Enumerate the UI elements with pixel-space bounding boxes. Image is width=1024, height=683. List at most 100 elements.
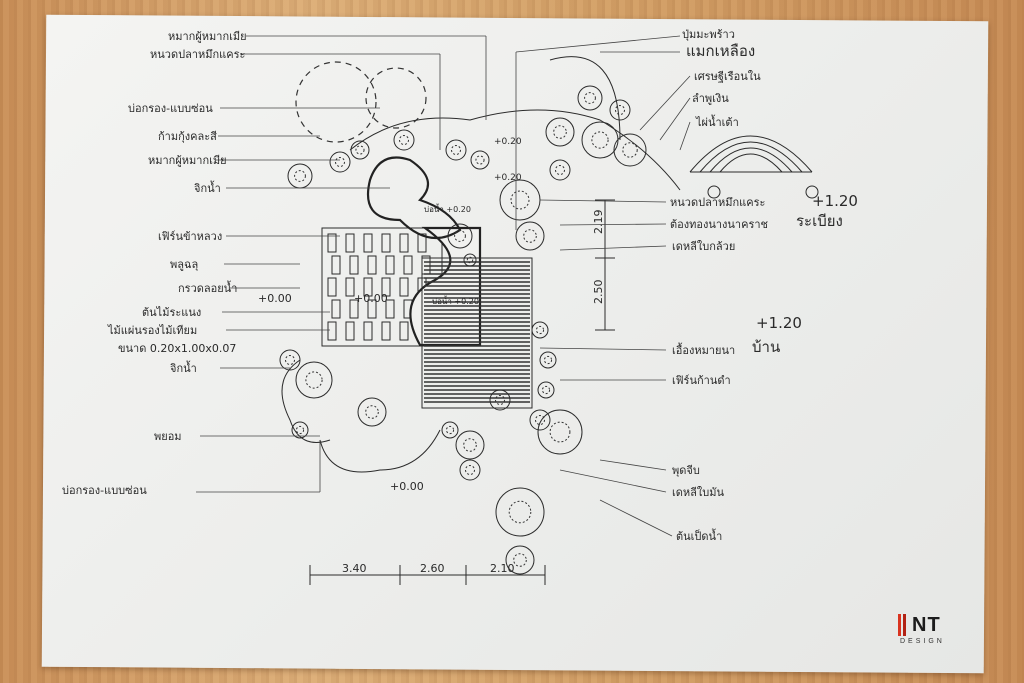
logo-subtext: DESIGN [900,638,945,645]
plant-core [513,553,527,567]
plant-symbol [357,397,387,427]
plant-core [510,190,530,210]
plant-core [622,142,638,158]
paving-stone [363,233,373,253]
plant-symbol [499,179,541,221]
top-level: +0.20 [494,137,522,147]
plant-symbol [279,349,301,371]
plant-symbol [329,151,351,173]
bed-outline [549,56,621,141]
leader-line [639,75,691,131]
house-level: +1.20 [756,314,802,332]
label-left-4: ก้ามกุ้งคละสี [158,130,217,143]
label-right-5: ไผ่น้ำเต้า [695,114,739,129]
plant-symbol [287,163,313,189]
plant-symbol [545,117,575,147]
bed-outline [281,359,331,443]
logo-text: NT [912,614,941,636]
label-left-3: บ่อกรอง-แบบซ่อน [128,102,213,115]
plant-core [584,92,596,104]
label-left-8: พลูฉลุ [170,258,198,271]
paving-stone [349,299,359,319]
leader-line [559,223,667,226]
leader-line [539,199,667,203]
plant-symbol [470,150,490,170]
label-right-10: เฟิร์นก้านดำ [672,374,731,387]
level-left: +0.00 [258,292,292,305]
paving-stone [381,321,391,341]
plant-symbols [279,85,647,575]
leader-line [559,469,667,493]
plant-core [399,135,409,145]
dim-bottom-1: 3.40 [342,562,367,575]
leader-lines-left [196,35,487,493]
terrace-label: ระเบียง [796,212,843,230]
label-left-5: หมากผู้หมากเมีย [148,154,227,167]
plant-symbol [577,85,603,111]
label-left-10: ต้นไม้ระแนง [142,306,201,319]
plant-core [451,145,461,155]
label-left-11: ไม้แผ่นรองไม้เทียม [107,324,197,337]
dim-bottom-3: 2.10 [490,562,515,575]
plant-symbol [350,140,370,160]
label-left-12: ขนาด 0.20x1.00x0.07 [118,342,236,355]
label-left-1: หมากผู้หมากเมีย [168,30,247,43]
paving-stone [345,233,355,253]
dim-right-upper: 2.19 [592,210,605,235]
level-center: +0.00 [354,292,388,305]
plant-core [549,421,571,443]
label-right-12: เดหลีใบมัน [672,486,724,499]
plant-symbol [537,409,583,455]
plant-symbol [531,321,549,339]
plant-symbol [445,139,467,161]
paving-stone [381,277,391,297]
label-right-7: ต้องทองนางนาคราช [670,218,768,231]
plant-core [508,500,532,524]
bed-outline [319,429,441,473]
plant-core [295,425,305,435]
paving-stone [345,277,355,297]
label-left-6: จิกน้ำ [193,180,220,195]
label-right-1: ปุ่มมะพร้าว [682,28,735,41]
house-label: บ้าน [752,338,780,356]
plant-core [365,405,379,419]
plant-core [285,355,295,365]
pond-label-a: บ่อน้ำ +0.20 [424,203,471,214]
plant-symbol [505,545,535,575]
leader-line [679,121,691,151]
plant-core [591,131,609,149]
plant-core [335,157,345,167]
plant-symbol [463,253,477,267]
paving-stone [385,255,395,275]
paving-stone [327,277,337,297]
paving-stone [327,321,337,341]
plant-core [543,355,553,365]
leader-lines-right [515,35,691,537]
mid-level: +0.20 [494,173,522,183]
paving-stone [349,255,359,275]
plant-core [294,170,306,182]
label-right-8: เดหลีใบกล้วย [672,240,735,253]
paving-stone [345,321,355,341]
left-labels: หมากผู้หมากเมีย หนวดปลาหมึกแคระ บ่อกรอง-… [62,30,247,497]
plant-symbol [441,421,459,439]
paving-stone [331,299,341,319]
plant-core [535,415,545,425]
label-left-2: หนวดปลาหมึกแคระ [150,48,245,61]
dim-right-lower: 2.50 [592,280,605,305]
paving-stone [403,255,413,275]
bed-outline [349,109,681,191]
plant-core [541,385,551,395]
plant-symbol [393,129,415,151]
leader-line [659,97,691,141]
plant-core [355,145,365,155]
plant-core [555,165,565,175]
pond-label-b: บ่อน้ำ +0.20 [432,295,479,306]
paving-stone [399,277,409,297]
deck [421,257,533,409]
plant-symbol [529,409,551,431]
plant-symbol [549,159,571,181]
paving-stone [367,255,377,275]
plant-symbol [515,221,545,251]
